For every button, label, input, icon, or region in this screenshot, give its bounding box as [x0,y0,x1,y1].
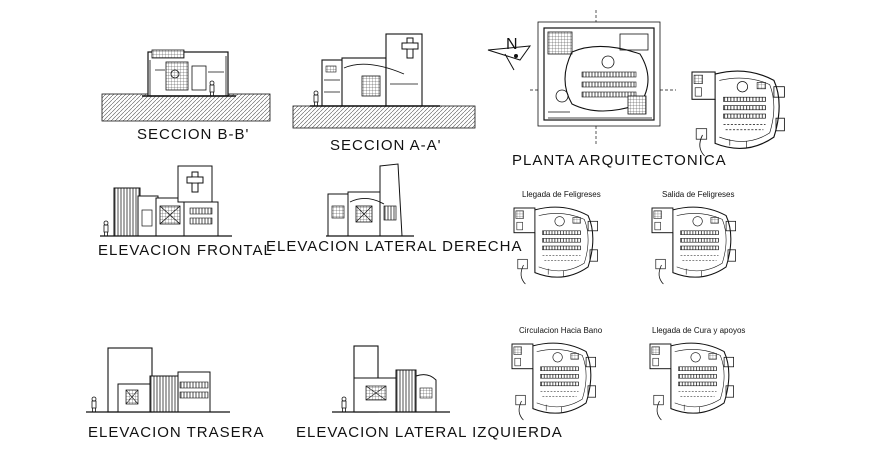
north-label: N [506,36,519,53]
label-plan-bathroom: Circulacion Hacia Bano [519,326,603,335]
elevation-front [100,165,232,237]
label-elevacion-trasera: ELEVACION TRASERA [88,424,265,441]
plan-exit [651,206,737,285]
label-elevacion-lateral-izquierda: ELEVACION LATERAL IZQUIERDA [296,424,563,441]
floor-plan-secondary [691,70,785,157]
label-elevacion-lateral-derecha: ELEVACION LATERAL DERECHA [266,238,523,255]
plan-bathroom-circulation [511,342,597,421]
label-seccion-aa: SECCION A-A' [330,137,442,154]
label-plan-priest: Llegada de Cura y apoyos [652,326,746,335]
elevation-right [326,163,414,237]
plan-arrival [513,206,599,285]
section-aa [292,33,476,129]
label-elevacion-frontal: ELEVACION FRONTAL [98,242,273,259]
label-plan-exit: Salida de Feligreses [662,190,735,199]
plan-priest-arrival [649,342,735,421]
label-planta-arquitectonica: PLANTA ARQUITECTONICA [512,152,727,169]
elevation-rear [86,347,230,413]
label-plan-arrival: Llegada de Feligreses [522,190,601,199]
floor-plan-main [487,10,676,146]
elevation-left [332,345,450,413]
label-seccion-bb: SECCION B-B' [137,126,250,143]
section-bb [101,49,271,122]
